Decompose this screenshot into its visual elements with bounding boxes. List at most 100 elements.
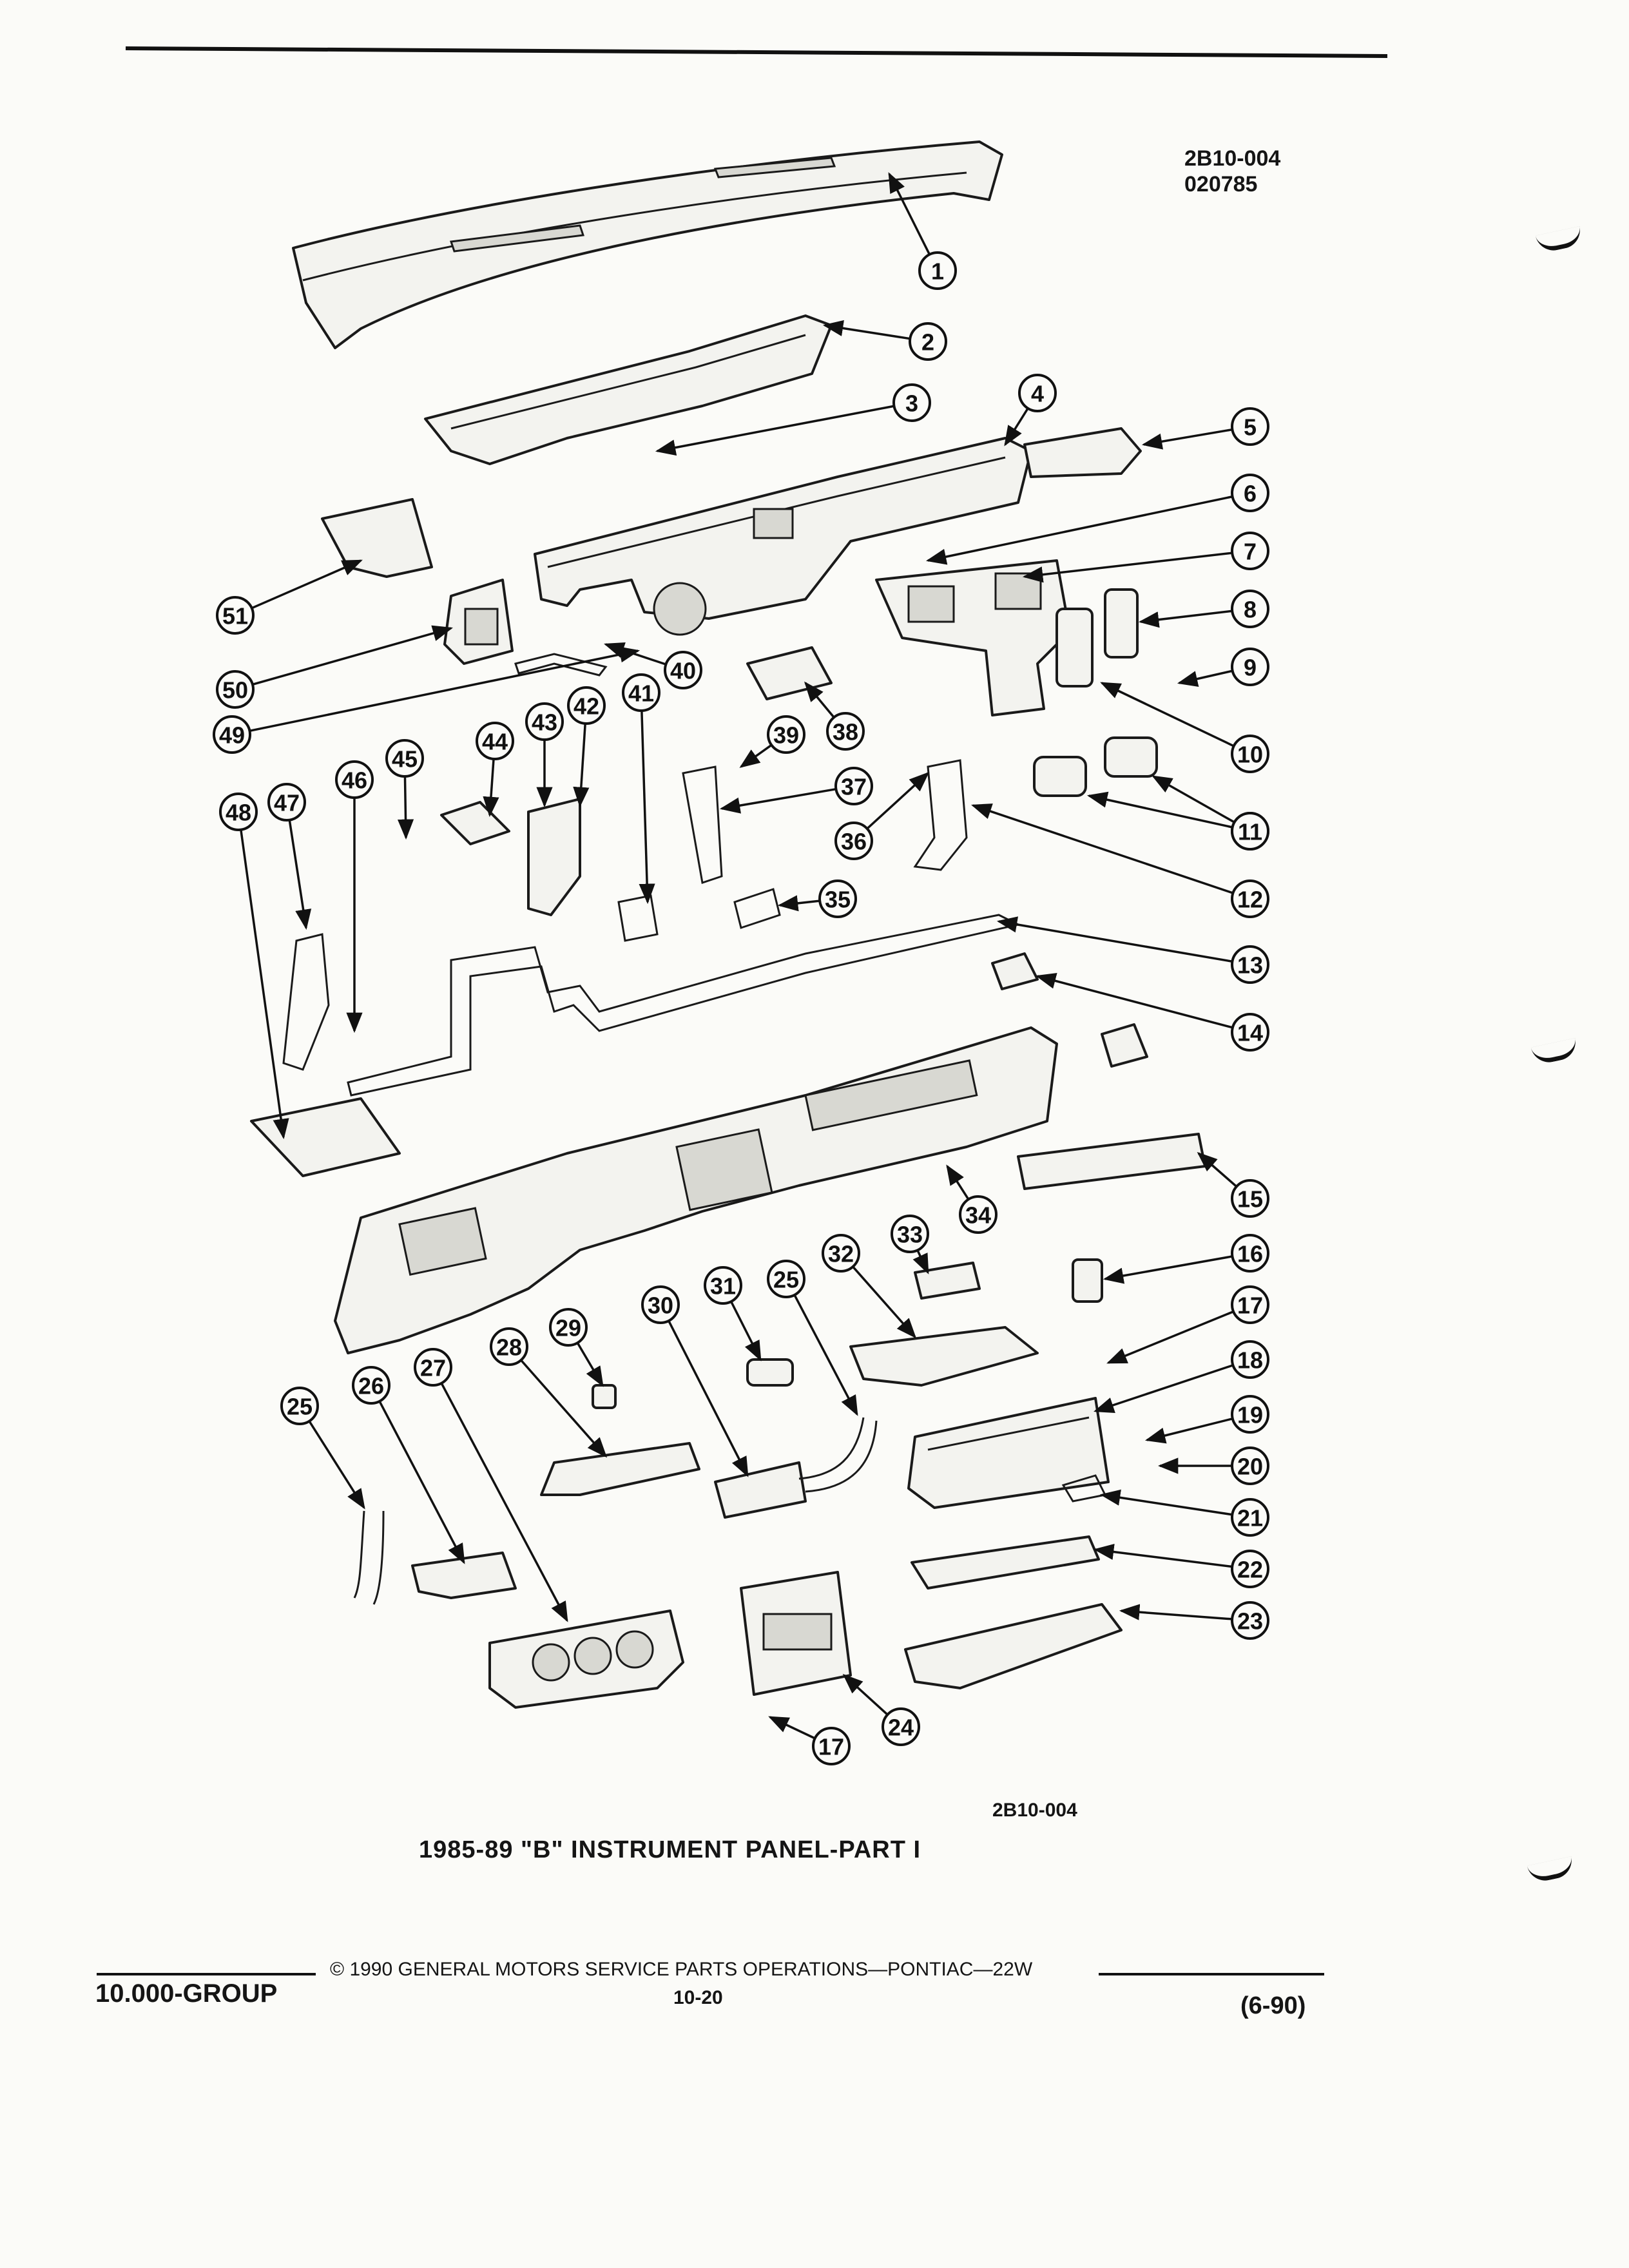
- callout-circle: [213, 715, 251, 754]
- bracket-41: [617, 894, 659, 942]
- callout-circle: [892, 383, 931, 422]
- callout-circle: [826, 712, 865, 751]
- callout-14: 14: [1231, 1013, 1269, 1052]
- callout-circle: [1231, 1601, 1269, 1640]
- callout-circle: [1231, 474, 1269, 512]
- leader-line-34: [946, 1164, 970, 1200]
- callout-5: 5: [1231, 407, 1269, 446]
- callout-13: 13: [1231, 945, 1269, 984]
- leader-line-2: [822, 320, 911, 340]
- footer-copyright: © 1990 GENERAL MOTORS SERVICE PARTS OPER…: [330, 1959, 1033, 1980]
- leader-line-6: [925, 495, 1233, 565]
- figure-code: 2B10-004: [992, 1800, 1077, 1821]
- callout-number: 33: [897, 1222, 923, 1248]
- leader-line-23: [1119, 1604, 1233, 1620]
- callout-circle: [1231, 1498, 1269, 1537]
- leader-line-36: [866, 771, 930, 830]
- tray-32: [849, 1326, 1039, 1387]
- callout-circle: [959, 1195, 998, 1234]
- callout-37: 37: [834, 767, 873, 805]
- callout-circle: [1231, 1179, 1269, 1218]
- leader-line-42: [573, 723, 590, 808]
- callout-circle: [567, 686, 606, 725]
- leader-line-45: [397, 776, 414, 840]
- leader-line-47: [288, 820, 312, 930]
- callout-15: 15: [1231, 1179, 1269, 1218]
- trim-strip-15: [1017, 1133, 1206, 1190]
- callout-number: 8: [1244, 597, 1257, 623]
- trim-plate-48: [250, 1097, 401, 1177]
- callout-circle: [1231, 812, 1269, 850]
- callout-35: 35: [818, 879, 857, 918]
- leader-line-3: [655, 405, 894, 456]
- callout-25: 25: [280, 1387, 319, 1425]
- callout-circle: [767, 1260, 805, 1298]
- callout-number: 25: [287, 1394, 313, 1420]
- footer-rule-left: [97, 1973, 316, 1975]
- leader-line-25: [793, 1294, 858, 1416]
- callout-number: 20: [1237, 1454, 1263, 1480]
- leader-line-7: [1022, 552, 1233, 583]
- leader-line-28: [520, 1359, 608, 1458]
- outlet-30: [714, 1461, 807, 1519]
- callout-number: 38: [833, 719, 858, 745]
- bracket-49: [514, 653, 608, 677]
- clip-16: [1072, 1258, 1103, 1303]
- callout-number: 24: [888, 1715, 914, 1741]
- mounting-bracket-38: [746, 646, 833, 700]
- callout-7: 7: [1231, 532, 1269, 570]
- leader-line-33: [912, 1249, 929, 1274]
- leader-line-24: [842, 1673, 889, 1716]
- leader-line-10: [1100, 682, 1235, 747]
- callout-44: 44: [476, 722, 514, 760]
- callout-26: 26: [352, 1366, 390, 1405]
- callout-28: 28: [490, 1327, 528, 1366]
- callout-circle: [1231, 407, 1269, 446]
- callout-23: 23: [1231, 1601, 1269, 1640]
- callout-circle: [1231, 1395, 1269, 1434]
- bracket-43: [527, 798, 581, 916]
- callout-circle: [1231, 532, 1269, 570]
- callout-circle: [335, 760, 374, 799]
- callout-circle: [1231, 1234, 1269, 1273]
- callout-number: 51: [222, 603, 248, 629]
- callout-2: 2: [909, 322, 947, 361]
- leader-line-16: [1103, 1255, 1233, 1284]
- leader-line-37: [719, 787, 836, 814]
- callout-circle: [882, 1707, 920, 1746]
- callout-circle: [216, 670, 255, 709]
- callout-number: 43: [532, 709, 557, 736]
- callout-33: 33: [891, 1215, 929, 1253]
- air-distribution-duct: [534, 437, 1032, 636]
- callout-circle: [664, 651, 702, 689]
- callout-circle: [909, 322, 947, 361]
- callout-number: 19: [1237, 1402, 1263, 1428]
- hose-25-left: [353, 1510, 385, 1605]
- leader-lines: [240, 172, 1238, 1740]
- callout-number: 46: [342, 767, 367, 794]
- figure-title: 1985-89 "B" INSTRUMENT PANEL-PART I: [419, 1836, 921, 1863]
- callout-circle: [1018, 374, 1057, 412]
- callout-circle: [549, 1308, 588, 1347]
- leader-line-25: [308, 1420, 365, 1510]
- glove-box-18: [907, 1397, 1110, 1509]
- callout-number: 17: [818, 1734, 844, 1760]
- leader-line-32: [852, 1265, 917, 1339]
- instrument-panel-carrier: [334, 1026, 1058, 1354]
- callout-circle: [918, 251, 957, 290]
- leader-line-27: [440, 1382, 568, 1622]
- callout-circle: [1231, 590, 1269, 628]
- leader-line-49: [249, 646, 641, 733]
- callout-circle: [219, 793, 258, 831]
- callout-16: 16: [1231, 1234, 1269, 1273]
- callout-12: 12: [1231, 879, 1269, 918]
- callout-number: 50: [222, 677, 248, 704]
- callout-4: 4: [1018, 374, 1057, 412]
- leader-line-18: [1094, 1364, 1233, 1413]
- callout-22: 22: [1231, 1550, 1269, 1588]
- right-outlet-duct: [1023, 427, 1142, 478]
- leader-line-14: [1035, 973, 1233, 1029]
- callout-number: 14: [1237, 1020, 1263, 1046]
- callout-circle: [1231, 1550, 1269, 1588]
